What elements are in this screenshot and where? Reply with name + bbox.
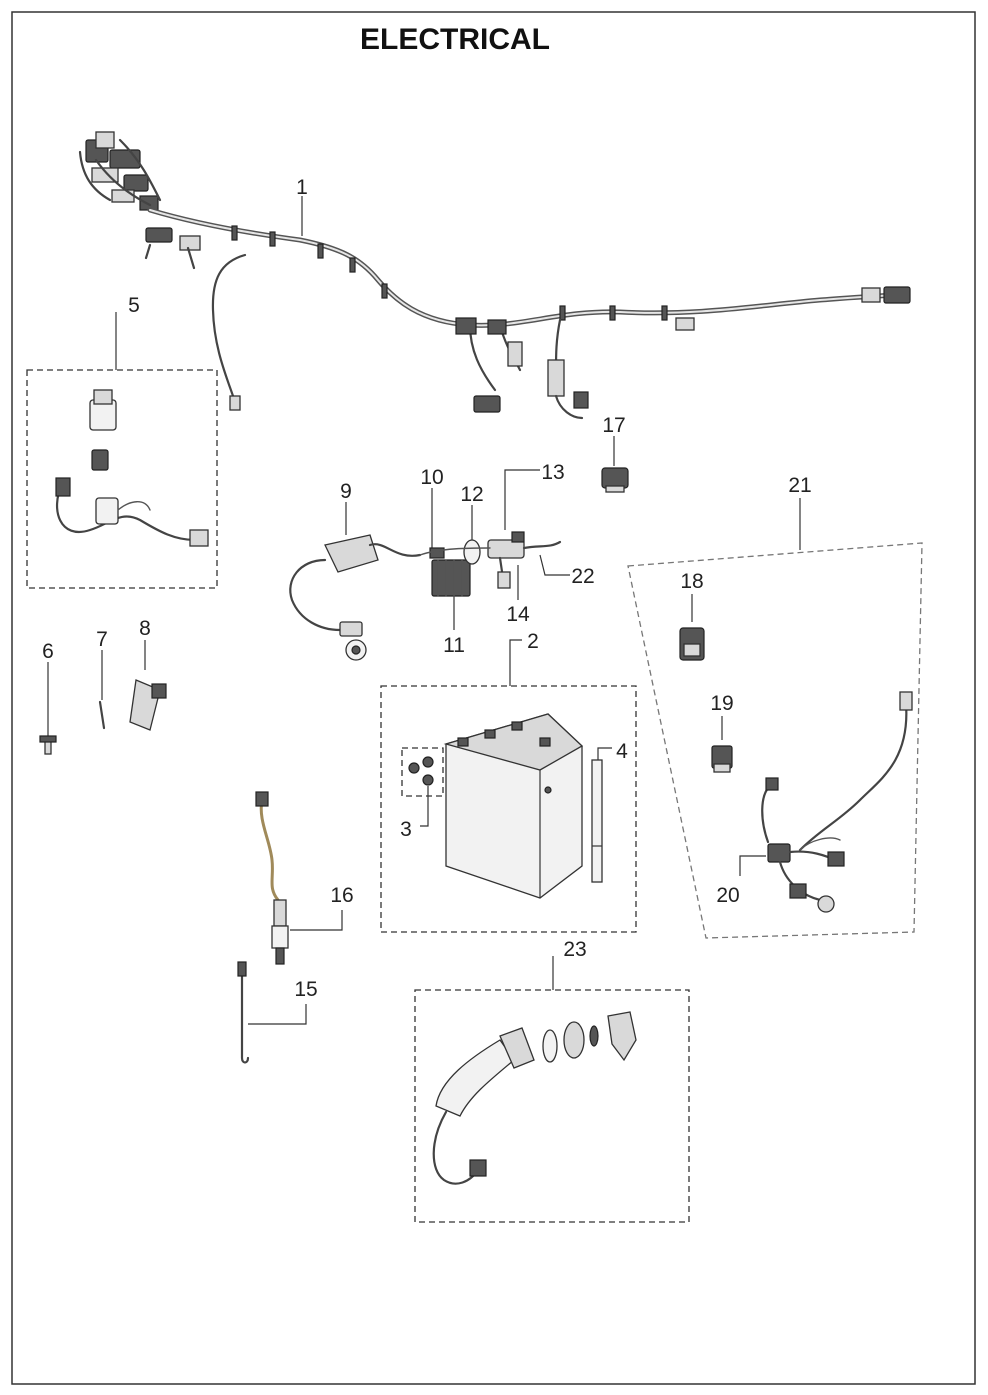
part-16-spark-plug[interactable]: [255, 791, 289, 965]
part-21-group-box: [627, 542, 923, 939]
callout-22: 22: [571, 565, 594, 588]
callout-18: 18: [680, 570, 703, 593]
sensor-bracket: [607, 1011, 637, 1062]
callout-15: 15: [294, 978, 317, 1001]
part-13-starter-relay: [487, 539, 525, 559]
part-14-fuse: [497, 571, 511, 589]
callout-17: 17: [602, 414, 625, 437]
callout-8[interactable]: 8: [139, 617, 151, 640]
callout-23: 23: [563, 938, 586, 961]
part-20-sub-harness[interactable]: [761, 691, 913, 913]
part-4-vent-tube[interactable]: [591, 759, 603, 883]
harness-drop-connectors: [455, 317, 695, 420]
callout-13: 13: [541, 461, 564, 484]
callout-20: 20: [716, 884, 739, 907]
callout-3: 3: [400, 818, 412, 841]
part-8-bracket[interactable]: [129, 679, 167, 731]
callout-6: 6: [42, 640, 54, 663]
callout-7: 7: [96, 628, 108, 651]
callout-10: 10: [420, 466, 443, 489]
callout-4: 4: [616, 740, 628, 763]
seal-ring: [542, 1029, 558, 1063]
part-6-bolt[interactable]: [39, 735, 57, 755]
callout-9: 9: [340, 480, 352, 503]
diagram-title: ELECTRICAL: [360, 23, 550, 56]
part-18-relay[interactable]: [679, 627, 705, 661]
part-2-battery[interactable]: [443, 713, 584, 899]
part-1-main-wiring-harness[interactable]: [78, 131, 911, 420]
part-10-connector: [429, 547, 445, 559]
part-19-relay[interactable]: [711, 745, 733, 773]
callout-2: 2: [527, 630, 539, 653]
callout-14: 14: [506, 603, 530, 626]
part-5-group-box: [26, 369, 218, 589]
part-11-regulator: [431, 559, 471, 597]
part-5-relay-set[interactable]: [55, 389, 209, 547]
harness-end-connector: [883, 286, 911, 304]
callout-16: 16: [330, 884, 353, 907]
part-7-pin[interactable]: [98, 700, 106, 730]
callout-21: 21: [788, 474, 811, 497]
callout-12: 12: [460, 483, 483, 506]
part-17-flasher-relay[interactable]: [601, 467, 629, 493]
relay-small: [91, 449, 109, 471]
parts-10-14-regulator-cluster[interactable]: [419, 531, 562, 597]
callout-1: 1: [296, 176, 308, 199]
callout-5: 5: [128, 294, 140, 317]
harness-ties: [231, 225, 668, 321]
callout-11: 11: [443, 634, 465, 657]
part-23-group-box: [414, 989, 690, 1223]
harness-connector-cluster: [78, 131, 201, 270]
callout-19: 19: [710, 692, 733, 715]
lock-nut: [563, 1021, 585, 1059]
part-3-terminal-bolts[interactable]: [401, 747, 444, 797]
part-16-plug-lead: [259, 798, 280, 902]
part-23-plug-cap-set[interactable]: [432, 1011, 637, 1185]
page-frame: [11, 11, 976, 1385]
part-15-wire-clip[interactable]: [237, 961, 250, 1064]
part-12-grommet: [463, 539, 481, 565]
part-9-ignition-coil[interactable]: [289, 534, 422, 661]
